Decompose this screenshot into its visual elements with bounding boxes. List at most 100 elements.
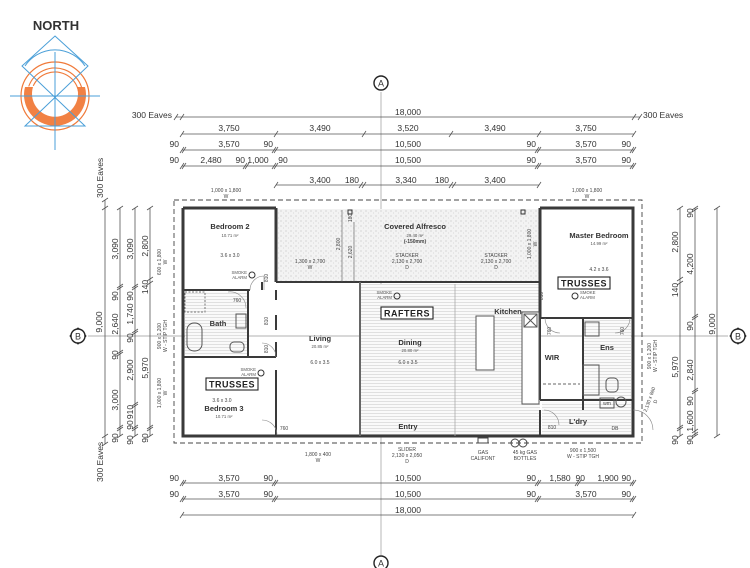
room-name: Dining: [398, 338, 422, 347]
door-bedroom2[interactable]: [249, 275, 265, 291]
dimension-line: [101, 433, 109, 439]
dim-label: 90: [670, 435, 680, 445]
dimension-line: [244, 162, 250, 170]
dim-label: 90: [685, 208, 695, 218]
dimension-line: [448, 130, 454, 138]
dimension-line: [691, 205, 699, 211]
dimension-line: [676, 280, 684, 286]
svg-text:B: B: [75, 332, 81, 342]
dim-label: 18,000: [395, 505, 421, 515]
room-name: Bedroom 3: [204, 404, 243, 413]
dimension-line: [179, 146, 185, 154]
svg-text:RAFTERS: RAFTERS: [384, 309, 430, 319]
smoke-alarm-bed3: SMOKE ALARM: [240, 367, 265, 377]
smoke-alarm-master: SMOKE ALARM: [571, 290, 596, 300]
room-name: Kitchen: [494, 307, 522, 316]
window-label: 900 x 1,200: [647, 343, 653, 369]
svg-text:B: B: [735, 332, 741, 342]
dimension-line: [181, 146, 187, 154]
dimension-line: [273, 162, 279, 170]
window-label: 1,000 x 1,800: [157, 378, 163, 409]
fridge: [523, 313, 538, 328]
room-area: 14.99 m²: [591, 241, 609, 246]
dim-label: 910: [125, 405, 135, 419]
smoke-alarm-icon: [257, 369, 265, 377]
door-label: STACKER: [484, 253, 508, 259]
dim-label: 90: [170, 139, 180, 149]
window-label: W: [163, 390, 169, 395]
room-area: 20.85 m²: [312, 344, 330, 349]
left-dimensions: 300 Eaves 300 Eaves 9,000 3,090 90 2,640…: [94, 158, 150, 482]
door-bedroom3[interactable]: [261, 342, 277, 358]
smoke-alarm-icon: [571, 292, 579, 300]
dimension-line: [448, 181, 454, 189]
kitchen-bench: [521, 311, 540, 405]
bottom-dimensions: 90 3,570 90 10,500 90 1,580 90 1,900 90 …: [170, 473, 632, 515]
dimension-line: [131, 433, 139, 439]
svg-text:SMOKE: SMOKE: [240, 367, 256, 372]
window-label: 1,000 x 1,800: [211, 188, 242, 194]
dimension-line: [131, 205, 139, 211]
dim-label: 3,000: [110, 389, 120, 411]
door-bath[interactable]: [227, 291, 247, 309]
room-area: 10.71 m²: [216, 414, 234, 419]
laundry-tub: [615, 396, 627, 408]
dim-label: 1,000: [247, 155, 269, 165]
door-ens[interactable]: [614, 317, 631, 334]
dim-label: 3,090: [110, 238, 120, 260]
dimension-line: [146, 433, 154, 439]
dimension-line: [631, 113, 637, 121]
dim-label: 90: [278, 155, 288, 165]
dimension-line: [536, 181, 542, 189]
dim-label: 1,600: [685, 410, 695, 432]
svg-text:SMOKE: SMOKE: [580, 290, 596, 295]
dim-label: 5,970: [140, 357, 150, 379]
eaves-outline: [173, 199, 643, 444]
dimension-line: [691, 389, 699, 395]
window-label: 900 x 1,200: [157, 323, 163, 349]
svg-text:ALARM: ALARM: [377, 295, 392, 300]
dimension-line: [631, 130, 637, 138]
dimension-line: [179, 495, 185, 503]
door-laundry[interactable]: [543, 409, 560, 426]
dimension-line: [271, 162, 277, 170]
dimension-line: [131, 424, 139, 430]
door-bedroom3-wir[interactable]: [261, 419, 278, 436]
dimension-line: [271, 495, 277, 503]
dimension-line: [131, 330, 139, 336]
gas-bottles-label: BOTTLES: [514, 456, 537, 462]
svg-text:A: A: [378, 79, 384, 89]
window-label: 1,000 x 1,800: [572, 188, 603, 194]
dim-label: 90: [527, 155, 537, 165]
room-name: L'dry: [569, 417, 588, 426]
dimension-line: [271, 146, 277, 154]
dim-label: 90: [110, 291, 120, 301]
window-label: W - STIP TGH: [163, 320, 169, 352]
dimension-line: [451, 181, 457, 189]
door-size: 810: [548, 425, 557, 431]
dim-label: 90: [685, 396, 695, 406]
door-size: 760: [280, 426, 289, 432]
door-label: STACKER: [395, 253, 419, 259]
distribution-board-label: DB: [612, 426, 620, 432]
dimension-line: [637, 113, 643, 121]
dim-label: 140: [670, 283, 680, 297]
door-label: 2,130 x 2,700: [481, 259, 512, 265]
dimension-line: [116, 205, 124, 211]
door-external[interactable]: [632, 409, 654, 431]
dim-label: 90: [264, 473, 274, 483]
dim-label: 90: [622, 155, 632, 165]
dimension-line: [361, 181, 367, 189]
room-size: 4.2 x 3.6: [589, 267, 608, 273]
room-name: Bedroom 2: [210, 222, 249, 231]
dimension-line: [676, 426, 684, 432]
svg-text:SMOKE: SMOKE: [231, 270, 247, 275]
dimension-line: [181, 479, 187, 487]
dimension-line: [713, 205, 721, 211]
door-wir[interactable]: [544, 317, 561, 334]
dimension-line: [534, 162, 540, 170]
dimension-line: [629, 479, 635, 487]
room-area: 10.71 m²: [222, 233, 240, 238]
gas-califont-label: GAS: [478, 450, 489, 456]
dimension-line: [691, 315, 699, 321]
